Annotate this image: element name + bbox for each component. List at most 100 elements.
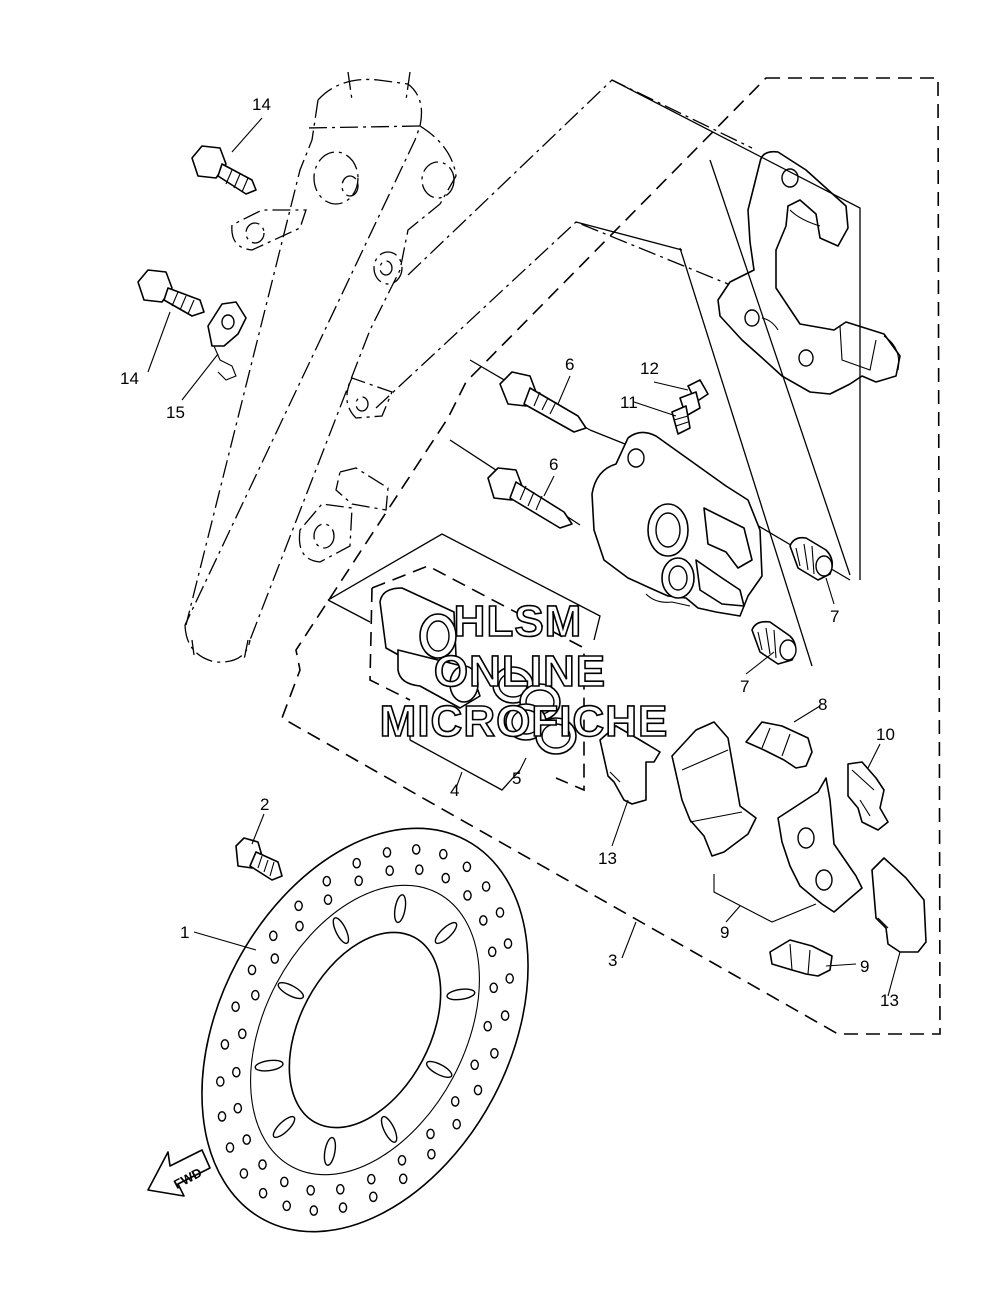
disc-drill-hole	[282, 1200, 292, 1212]
watermark-line-3: MICROFICHE	[380, 697, 669, 746]
callout-5: 5	[512, 769, 521, 788]
disc-drill-hole	[295, 920, 304, 932]
disc-drill-hole	[233, 1102, 243, 1114]
callout-7-upper: 7	[830, 607, 839, 626]
disc-drill-hole	[462, 861, 472, 873]
callout-9-upper: 8	[818, 695, 827, 714]
callout-8: 9	[720, 923, 729, 942]
disc-drill-hole	[354, 875, 364, 887]
guide-pin-lower	[487, 467, 573, 529]
disc-drill-hole	[495, 907, 505, 918]
disc-drill-hole	[397, 1155, 407, 1166]
disc-drill-hole	[489, 982, 499, 994]
disc-cooling-slot	[254, 1059, 284, 1072]
guide-pin-upper	[499, 371, 587, 433]
disc-drill-hole	[441, 872, 451, 884]
disc-drill-hole	[366, 1173, 376, 1185]
disc-drill-hole	[239, 1168, 249, 1179]
brake-disc-holes	[215, 844, 515, 1216]
disc-drill-hole	[215, 1076, 225, 1087]
disc-drill-hole	[414, 864, 424, 876]
callout-4: 4	[450, 781, 459, 800]
callout-14-upper: 14	[252, 95, 271, 114]
disc-drill-hole	[309, 1205, 319, 1216]
callout-1: 1	[180, 923, 189, 942]
disc-drill-hole	[335, 1184, 345, 1195]
callout-15: 15	[166, 403, 185, 422]
disc-drill-hole	[470, 1059, 480, 1071]
disc-cooling-slot	[425, 1060, 453, 1079]
disc-drill-hole	[268, 930, 278, 942]
disc-drill-hole	[294, 900, 303, 912]
disc-cooling-slot	[323, 1136, 337, 1166]
disc-drill-hole	[438, 848, 448, 860]
disc-drill-hole	[258, 1187, 268, 1199]
disc-drill-hole	[478, 915, 488, 926]
disc-drill-hole	[483, 1020, 493, 1032]
pad-spring-upper	[745, 721, 813, 769]
disc-drill-hole	[398, 1173, 408, 1185]
disc-drill-hole	[427, 1148, 436, 1160]
disc-drill-hole	[352, 857, 362, 869]
callout-10: 10	[876, 725, 895, 744]
disc-drill-hole	[323, 894, 333, 906]
callout-13-left: 13	[598, 849, 617, 868]
disc-cooling-slot	[446, 988, 476, 1001]
callout-2: 2	[260, 795, 269, 814]
piston-assembly	[327, 533, 601, 792]
fork-leg	[184, 71, 457, 663]
disc-drill-hole	[258, 1159, 267, 1170]
disc-drill-hole	[411, 844, 421, 855]
callout-3: 3	[608, 951, 617, 970]
disc-drill-hole	[452, 1118, 462, 1130]
disc-drill-hole	[231, 1066, 241, 1078]
caliper-body	[591, 431, 763, 617]
watermark: HLSM ONLINE MICROFICHE	[379, 596, 669, 747]
disc-cooling-slot	[272, 1115, 296, 1139]
callout-7-lower: 7	[740, 677, 749, 696]
disc-drill-hole	[338, 1202, 348, 1213]
caliper-bracket	[717, 150, 901, 395]
disc-cooling-slot	[380, 1115, 398, 1143]
bracket-bolt-upper	[191, 145, 257, 195]
callout-6-lower: 6	[549, 455, 558, 474]
pad-spring-lower	[769, 939, 833, 977]
brake-disc	[201, 827, 529, 1233]
callout-labels: 14 14 15 6 6 12 11 7 7 8 10 13 9 9 13 4 …	[120, 95, 899, 1010]
bleed-screw-and-cap	[671, 379, 709, 435]
pin-boot-lower	[751, 620, 797, 665]
disc-cooling-slot	[332, 917, 350, 945]
callout-9-lower: 9	[860, 957, 869, 976]
brake-pad-right	[777, 777, 863, 913]
disc-cooling-slot	[434, 921, 458, 945]
disc-drill-hole	[279, 1176, 289, 1188]
disc-cooling-slot	[393, 894, 407, 924]
disc-bolt	[235, 837, 283, 881]
bracket-bolt-lower	[137, 269, 205, 317]
pad-shim-right	[871, 857, 927, 953]
disc-drill-hole	[270, 953, 280, 964]
disc-drill-hole	[306, 1185, 316, 1196]
pin-boot-upper	[789, 536, 834, 581]
disc-drill-hole	[242, 1134, 251, 1145]
disc-drill-hole	[220, 1039, 230, 1050]
disc-drill-hole	[385, 865, 395, 877]
disc-drill-hole	[247, 964, 257, 976]
disc-drill-hole	[490, 1048, 499, 1059]
callout-12: 12	[640, 359, 659, 378]
callout-14-lower: 14	[120, 369, 139, 388]
callout-leaders	[147, 117, 901, 997]
lock-washer	[207, 301, 247, 381]
disc-drill-hole	[225, 1142, 235, 1153]
disc-drill-hole	[450, 1096, 460, 1107]
disc-drill-hole	[426, 1128, 435, 1140]
watermark-line-2: ONLINE	[434, 647, 606, 696]
pad-shim-left	[599, 725, 661, 805]
disc-drill-hole	[500, 1010, 510, 1021]
pad-retainer-clip	[847, 761, 889, 831]
disc-drill-hole	[231, 1001, 240, 1013]
forward-direction-arrow: FWD	[147, 1149, 211, 1197]
callout-13-right: 13	[880, 991, 899, 1010]
